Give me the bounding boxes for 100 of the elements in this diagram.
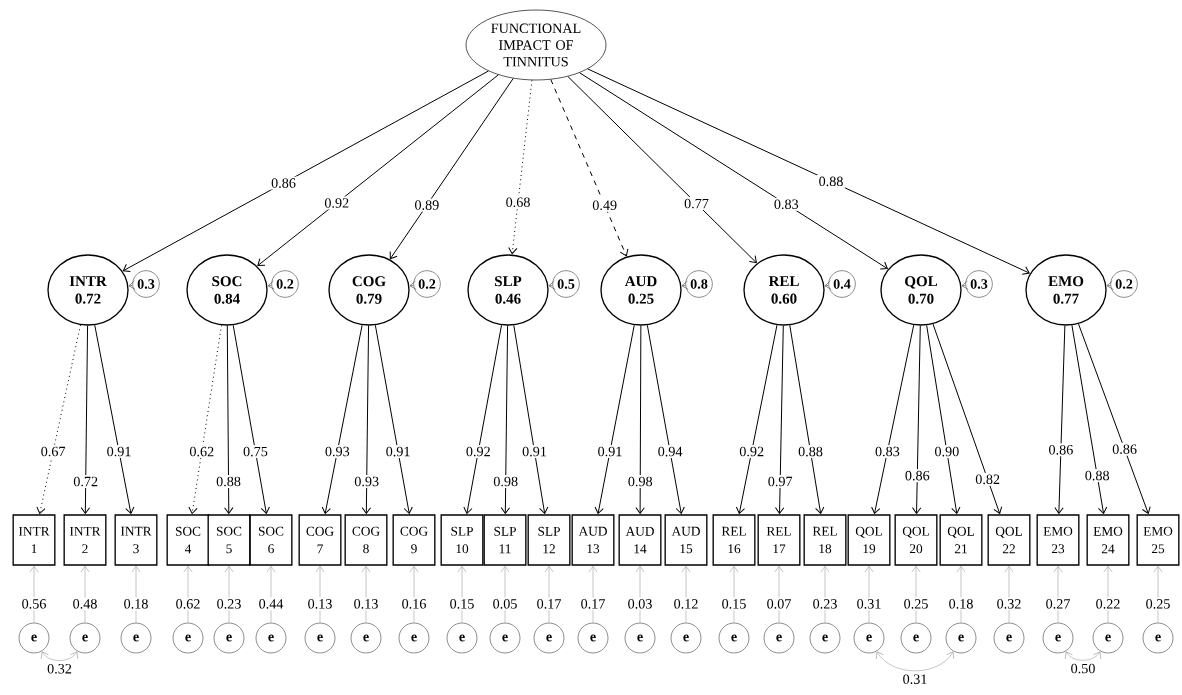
edge-label: 0.62	[173, 597, 203, 611]
arrow	[508, 79, 533, 255]
edge-label: 0.44	[256, 597, 286, 611]
edge-label: 0.32	[994, 597, 1024, 611]
indicator-box: QOL 22	[987, 514, 1031, 566]
edge-label: 0.94	[656, 445, 685, 459]
edge-label: 0.92	[737, 445, 766, 458]
arrow	[635, 325, 645, 514]
edge-label: 0.67	[39, 445, 68, 458]
arrow	[550, 79, 629, 257]
edge-label: 0.86	[1046, 443, 1075, 457]
edge-label: 0.25	[1143, 597, 1173, 611]
edge-label: 0.17	[534, 597, 564, 611]
edge-label: 0.77	[682, 197, 711, 211]
edge-label: 0.15	[447, 597, 477, 611]
arrow	[567, 76, 757, 264]
edge-label: 0.16	[399, 597, 429, 611]
edge-label: 0.88	[214, 475, 243, 488]
edge-label: 0.82	[973, 472, 1002, 486]
indicator-box: AUD 13	[571, 514, 615, 566]
arrow	[579, 72, 888, 270]
edge-label: 0.90	[932, 445, 961, 459]
arrow	[232, 324, 270, 514]
indicator-box: QOL 21	[939, 514, 983, 566]
edge-label: 0.31	[903, 674, 927, 684]
indicator-box: COG 8	[344, 514, 388, 566]
edge-label: 0.15	[719, 597, 749, 611]
indicator-box: SOC 4	[166, 514, 210, 566]
edge-label: 0.92	[322, 196, 351, 210]
edge-label: 0.18	[121, 597, 151, 611]
edge-label: 0.62	[187, 445, 216, 459]
arrow	[374, 324, 413, 514]
edge-label: 0.49	[590, 198, 619, 212]
arrow	[224, 325, 234, 514]
arrow	[128, 280, 136, 290]
indicator-box: REL 18	[803, 514, 847, 566]
indicator-box: EMO 24	[1086, 514, 1130, 566]
arrow	[594, 324, 635, 514]
arrow	[257, 74, 499, 267]
arrow	[735, 324, 778, 514]
arrow	[824, 280, 832, 290]
arrow	[40, 651, 79, 661]
edge-label: 0.48	[70, 597, 100, 611]
arrow	[912, 325, 922, 514]
edge-label: 0.05	[490, 597, 520, 611]
ellipse-node: FUNCTIONAL IMPACT OF TINNITUS	[465, 9, 607, 81]
edge-label: 0.91	[595, 445, 625, 458]
edge-label: 0.83	[873, 445, 902, 458]
edge-label: 0.13	[351, 597, 381, 611]
edge-label: 0.03	[625, 597, 655, 611]
indicator-box: SLP 12	[527, 514, 571, 566]
arrow	[1106, 280, 1114, 290]
arrow	[1071, 324, 1108, 514]
edge-label: 0.32	[47, 664, 72, 674]
edge-label: 0.98	[626, 475, 655, 488]
arrow	[871, 324, 915, 514]
indicator-box: QOL 19	[847, 514, 891, 566]
edge-label: 0.50	[1071, 663, 1095, 674]
indicator-box: QOL 20	[894, 514, 938, 566]
arrow	[321, 324, 363, 514]
edge-label: 0.22	[1093, 597, 1123, 611]
arrow	[500, 325, 511, 514]
edge-label: 0.18	[946, 597, 976, 611]
indicator-box: SLP 10	[440, 514, 484, 566]
indicator-box: INTR 2	[63, 514, 107, 566]
edge-label: 0.31	[854, 597, 884, 611]
arrow	[932, 323, 1003, 515]
edge-label: 0.25	[901, 597, 931, 611]
edge-label: 0.68	[503, 195, 533, 209]
edge-label: 0.75	[241, 445, 270, 459]
indicator-box: SLP 11	[483, 514, 527, 566]
edge-label: 0.91	[104, 445, 134, 458]
indicator-box: EMO 25	[1136, 514, 1180, 566]
arrow	[548, 280, 556, 290]
indicator-box: INTR 3	[114, 514, 158, 566]
arrow	[36, 324, 81, 514]
arrow	[587, 68, 1030, 275]
arrow	[409, 280, 417, 290]
arrow	[94, 324, 135, 514]
edge-label: 0.27	[1043, 597, 1073, 611]
arrow	[80, 325, 91, 514]
edge-label: 0.92	[464, 445, 493, 459]
arrow	[1054, 325, 1066, 514]
arrow	[513, 324, 549, 514]
edge-label: 0.86	[269, 176, 298, 190]
edge-label: 0.97	[766, 475, 795, 488]
arrow	[463, 324, 503, 514]
edge-label: 0.56	[19, 597, 49, 611]
edge-label: 0.86	[903, 469, 932, 483]
edge-label: 0.91	[384, 445, 413, 459]
arrow	[961, 280, 969, 290]
indicator-box: EMO 23	[1036, 514, 1080, 566]
arrow	[122, 70, 489, 273]
indicator-box: COG 9	[392, 514, 436, 566]
edge-label: 0.13	[305, 597, 335, 611]
edge-label: 0.91	[520, 445, 549, 459]
indicator-box: SOC 5	[207, 514, 251, 566]
edge-label: 0.23	[810, 597, 840, 611]
edge-label: 0.17	[578, 597, 608, 611]
arrow	[789, 324, 825, 514]
